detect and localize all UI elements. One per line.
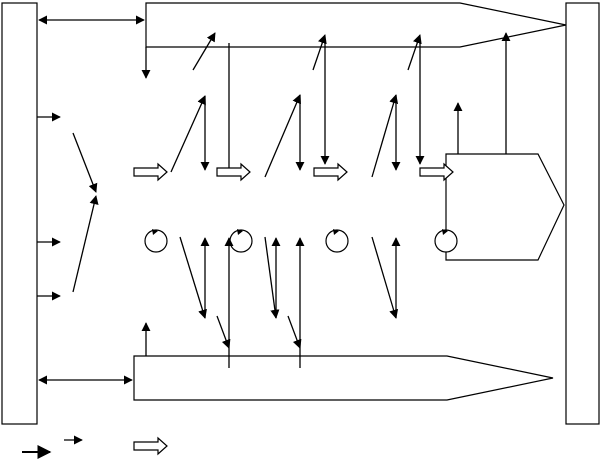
- lower-small-arrow-1: [216, 315, 231, 349]
- right-pentagon-block: [445, 153, 565, 261]
- top-bar-in-arrow-3: [407, 34, 422, 71]
- top-bar-in-arrow-2: [312, 34, 327, 71]
- hollow-flow-arrow-1: [133, 162, 168, 182]
- right-panel: [565, 2, 600, 425]
- top-pointed-bar: [145, 2, 567, 48]
- upper-angled-arrow-1: [170, 95, 206, 173]
- lower-angled-arrow-2: [264, 236, 280, 319]
- rotation-arrow-4: [442, 229, 448, 235]
- rotation-circle-4: [434, 229, 458, 253]
- top-bar-in-arrow-1: [192, 32, 216, 71]
- lower-small-arrow-2: [287, 315, 302, 349]
- rotation-circle-1: [144, 229, 168, 253]
- rotation-arrow-1: [152, 229, 158, 235]
- converge-line-lower: [72, 195, 99, 293]
- lower-angled-arrow-3: [371, 236, 399, 319]
- bottom-pointed-bar: [133, 355, 554, 401]
- rotation-circle-3: [325, 229, 349, 253]
- left-panel: [1, 2, 38, 425]
- legend-hollow-arrow: [133, 436, 168, 456]
- rotation-circle-2: [229, 229, 253, 253]
- hollow-flow-arrow-4: [419, 162, 454, 182]
- hollow-flow-arrow-3: [313, 162, 348, 182]
- converge-line-upper: [72, 132, 98, 193]
- rotation-arrow-3: [333, 229, 339, 235]
- upper-angled-arrow-3: [371, 94, 399, 178]
- lower-angled-arrow-1: [179, 236, 207, 319]
- rotation-arrow-2: [237, 229, 243, 235]
- upper-angled-arrow-2: [264, 94, 301, 178]
- hollow-flow-arrow-2: [216, 162, 251, 182]
